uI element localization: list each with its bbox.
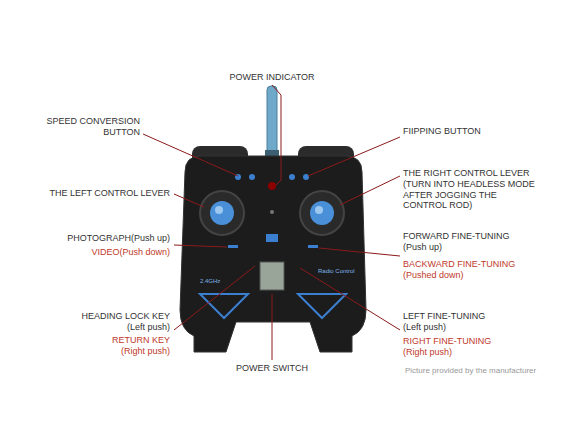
lcd-screen [260, 262, 284, 290]
control-stick [310, 201, 334, 225]
part-label: POWER INDICATOR [212, 72, 332, 83]
part-label: THE RIGHT CONTROL LEVER (TURN INTO HEADL… [403, 168, 543, 211]
trim-switch [308, 245, 318, 248]
leader-line [308, 137, 400, 176]
leader-line [174, 245, 227, 247]
stick-highlight [215, 206, 223, 214]
button [249, 174, 255, 180]
leader-line [174, 266, 255, 330]
watermark: Picture provided by the manufacturer [405, 366, 570, 376]
button [303, 174, 309, 180]
leader-lines [143, 85, 400, 360]
part-label: PHOTOGRAPH(Push up) [20, 233, 170, 244]
leader-line [272, 85, 281, 185]
part-label: LEFT FINE-TUNING (Left push) [403, 311, 503, 333]
part-label: FORWARD FINE-TUNING (Push up) [403, 231, 528, 253]
leader-line [319, 248, 400, 256]
stick-well [200, 191, 244, 235]
stick-highlight [315, 206, 323, 214]
part-label: SPEED CONVERSION BUTTON [35, 116, 140, 138]
part-label: RETURN KEY (Right push) [95, 335, 170, 357]
trim-switch [228, 245, 238, 248]
decor-triangle [298, 294, 346, 318]
center-dot [270, 210, 274, 214]
part-label: RIGHT FINE-TUNING (Right push) [403, 336, 503, 358]
leader-line [143, 134, 238, 176]
leader-line [300, 268, 400, 330]
power-led [268, 182, 276, 190]
control-stick [210, 201, 234, 225]
transmitter-body [180, 156, 366, 352]
part-label: FIIPPING BUTTON [403, 126, 543, 137]
decor-triangle [200, 294, 248, 318]
leader-line [340, 176, 400, 205]
part-label: POWER SWITCH [212, 363, 332, 374]
part-label: BACKWARD FINE-TUNING (Pushed down) [403, 259, 528, 281]
device-print: Radio Control [318, 268, 360, 275]
part-label: HEADING LOCK KEY (Left push) [70, 311, 170, 333]
button [289, 174, 295, 180]
leader-line [272, 294, 273, 360]
stick-well [300, 191, 344, 235]
leader-line [174, 194, 204, 207]
device-print: 2.4GHz [200, 278, 240, 285]
center-button [266, 234, 278, 242]
part-label: VIDEO(Push down) [20, 247, 170, 258]
part-label: THE LEFT CONTROL LEVER [20, 188, 170, 199]
